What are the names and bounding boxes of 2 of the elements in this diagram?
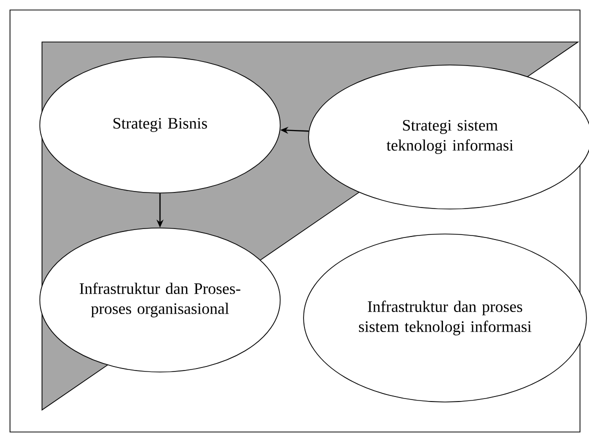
node-label: Strategi sistem teknologi informasi: [386, 120, 514, 154]
node-label: Infrastruktur dan proses sistem teknologi informasi: [359, 300, 532, 336]
